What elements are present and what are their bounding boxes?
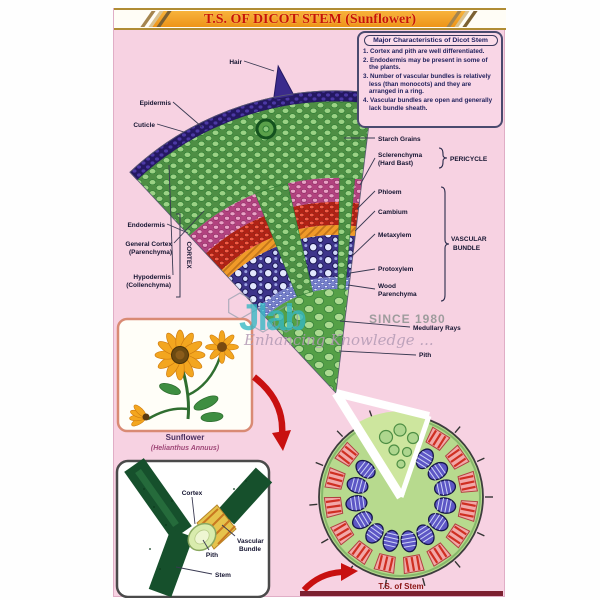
label-medullary-rays: Medullary Rays [413, 325, 461, 332]
label-cambium: Cambium [378, 209, 408, 216]
leader-lines [156, 60, 417, 356]
stem-speckles [143, 480, 247, 570]
label-starch-grains: Starch Grains [378, 136, 421, 143]
magnified-wedge-section [129, 64, 374, 394]
label-hypodermis-sub: (Collenchyma) [126, 282, 171, 289]
label-metaxylem: Metaxylem [378, 232, 411, 239]
medullary-ray [255, 183, 313, 297]
medullary-ray [337, 177, 356, 290]
cortex-layer [136, 100, 372, 236]
sunflower-branch [147, 407, 189, 421]
label-hypodermis: Hypodermis [133, 274, 171, 281]
vascular-bundle-brace [440, 186, 450, 302]
label-sclerenchyma: Sclerenchyma [378, 152, 422, 159]
page-title: T.S. OF DICOT STEM (Sunflower) [203, 12, 417, 27]
banner-orange-panel [152, 11, 466, 27]
sunflower-head [154, 329, 206, 381]
label-inset-vascular-2: Bundle [239, 546, 261, 553]
sunflower-leaf [200, 412, 224, 422]
phloem-layer [205, 201, 360, 271]
label-sclerenchyma-sub: (Hard Bast) [378, 160, 413, 167]
label-cortex-bracket: CORTEX [185, 241, 192, 269]
label-pith: Pith [419, 352, 431, 359]
label-general-cortex: General Cortex [125, 241, 172, 248]
magnifier-beam-left [332, 390, 405, 500]
label-vascular-bundle-1: VASCULAR [451, 236, 487, 243]
label-general-cortex-sub: (Parenchyma) [129, 249, 172, 256]
wood-parenchyma-layer [256, 276, 351, 317]
label-cuticle: Cuticle [133, 122, 155, 129]
stem-cut-inset: Cortex Pith Vascular Bundle Stem [115, 458, 273, 598]
label-epidermis: Epidermis [140, 100, 172, 107]
sunflower-leaf [159, 382, 181, 396]
watermark-tagline: Enhancing Knowledge ... [244, 331, 434, 349]
watermark-logo: Jlab [239, 297, 307, 338]
label-inset-vascular-1: Vascular [237, 538, 264, 545]
characteristic-item: 2. Endodermis may be present in some of … [363, 56, 488, 72]
hair-trichome [273, 64, 296, 101]
ts-of-stem-circle: T.S. of Stem [308, 389, 494, 591]
arrow-to-stem-inset [251, 374, 291, 451]
stem-branch [217, 467, 273, 525]
sunflower-leaf [193, 395, 219, 411]
magnifier-beam-right [335, 389, 430, 420]
characteristic-item: 4. Vascular bundles are open and general… [363, 97, 493, 112]
title-banner: T.S. OF DICOT STEM (Sunflower) [114, 8, 506, 30]
arrow-to-ts-circle [301, 563, 358, 593]
stem-branch [148, 528, 194, 598]
main-diagram-svg: Hair Epidermis Cuticle Endodermis Genera… [115, 59, 503, 598]
sunflower-latin-caption: (Helianthus Annuus) [151, 445, 220, 452]
characteristics-header: Major Characteristics of Dicot Stem [363, 35, 498, 46]
label-pericycle: PERICYCLE [450, 156, 488, 163]
label-wood-parenchyma-2: Parenchyma [378, 291, 417, 298]
starch-grain-core [262, 125, 270, 133]
sunflower-caption: Sunflower [166, 433, 205, 442]
sunflower-branch [187, 356, 222, 397]
label-hair: Hair [229, 59, 242, 66]
label-inset-pith: Pith [206, 552, 218, 559]
cut-face-pith [194, 529, 210, 545]
label-inset-cortex: Cortex [182, 490, 203, 497]
sunflower-bud [129, 402, 150, 429]
pith-layer [265, 288, 349, 393]
sunflower-inset: Sunflower (Helianthus Annuus) [116, 317, 254, 452]
characteristic-item: 3. Number of vascular bundles is relativ… [363, 73, 491, 96]
publisher-strip [300, 591, 503, 596]
label-inset-stem: Stem [215, 572, 231, 579]
notch-source-cells [378, 423, 420, 469]
sclerenchyma-layer [189, 177, 363, 254]
label-protoxylem: Protoxylem [378, 266, 414, 273]
wall-chart-poster: T.S. OF DICOT STEM (Sunflower) Major Cha… [113, 8, 506, 598]
sunflower-head-small [205, 330, 239, 364]
pericycle-brace [438, 147, 448, 169]
label-vascular-bundle-2: BUNDLE [453, 245, 481, 252]
cortex-bracket [176, 213, 181, 298]
ts-circle-caption: T.S. of Stem [378, 582, 423, 591]
watermark-since: SINCE 1980 [369, 312, 446, 326]
characteristics-box: Major Characteristics of Dicot Stem 1. C… [357, 31, 503, 128]
characteristic-item: 1. Cortex and pith are well differentiat… [363, 48, 485, 55]
label-wood-parenchyma-1: Wood [378, 283, 396, 290]
notch-right-arm [398, 415, 432, 498]
label-phloem: Phloem [378, 189, 402, 196]
label-endodermis: Endodermis [127, 222, 165, 229]
